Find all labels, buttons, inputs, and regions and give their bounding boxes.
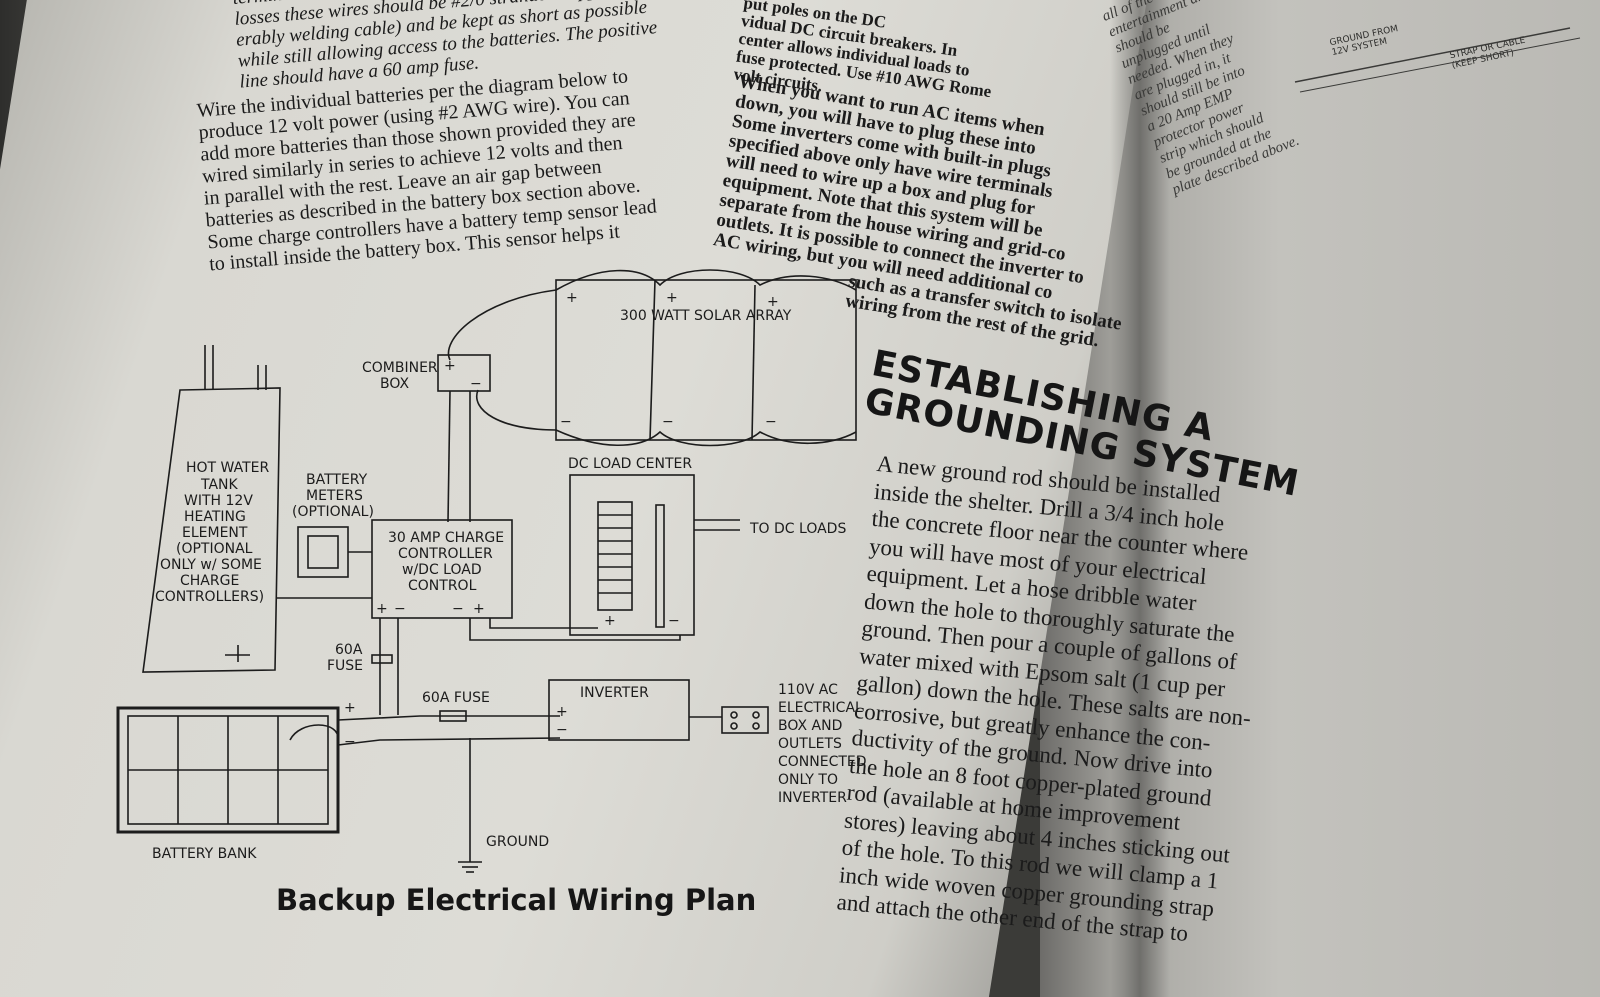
meters-label: METERS xyxy=(306,488,363,504)
diagram-caption: Backup Electrical Wiring Plan xyxy=(276,883,756,917)
solar-minus-3: − xyxy=(765,414,777,430)
facing-page-sketch xyxy=(1294,27,1581,93)
tank-label: CONTROLLERS) xyxy=(155,589,264,605)
solar-minus-1: − xyxy=(560,414,572,430)
inverter-plus: + xyxy=(556,704,568,720)
dc-load-center-box xyxy=(569,474,695,636)
tank-label: HEATING xyxy=(184,509,246,525)
battery-plus: + xyxy=(344,700,356,716)
combiner-label-2: BOX xyxy=(380,376,409,392)
battery-bank-label: BATTERY BANK xyxy=(152,846,257,862)
inverter-minus: − xyxy=(556,722,568,738)
tank-label: ELEMENT xyxy=(182,525,248,541)
battery-bank-box xyxy=(116,706,340,834)
fuse-label: FUSE xyxy=(327,658,363,674)
controller-minus-1: − xyxy=(394,601,406,617)
controller-label: w/DC LOAD xyxy=(402,562,482,578)
fuse-label: 60A xyxy=(335,642,363,658)
book-gutter xyxy=(1110,0,1170,997)
to-dc-loads-label: TO DC LOADS xyxy=(749,521,846,537)
tank-label: TANK xyxy=(200,477,239,493)
controller-plus-1: + xyxy=(376,601,388,617)
load-center-plus: + xyxy=(604,613,616,629)
ac-box-label: INVERTER xyxy=(778,790,847,806)
tank-label: HOT WATER xyxy=(186,460,270,476)
battery-meter xyxy=(297,526,349,578)
controller-label: CONTROLLER xyxy=(398,546,493,562)
ac-box-label: OUTLETS xyxy=(778,736,842,752)
ac-box-label: ELECTRICAL xyxy=(778,700,863,716)
controller-plus-2: + xyxy=(473,601,485,617)
inverter-label: INVERTER xyxy=(580,685,649,701)
load-center-minus: − xyxy=(668,613,680,629)
hot-water-tank xyxy=(142,387,281,673)
controller-label: 30 AMP CHARGE xyxy=(388,530,504,546)
controller-minus-2: − xyxy=(452,601,464,617)
ac-box-label: ONLY TO xyxy=(778,772,838,788)
combiner-minus: − xyxy=(470,376,482,392)
meters-label: (OPTIONAL) xyxy=(292,504,374,520)
solar-plus-2: + xyxy=(666,290,678,306)
battery-minus: − xyxy=(344,734,356,750)
combiner-label-1: COMBINER xyxy=(362,360,438,376)
combiner-plus: + xyxy=(444,358,456,374)
solar-plus-3: + xyxy=(767,294,779,310)
tank-label: ONLY w/ SOME xyxy=(160,557,262,573)
controller-label: CONTROL xyxy=(408,578,477,594)
wiring-diagram: + + + 300 WATT SOLAR ARRAY − − − COMBINE… xyxy=(116,269,867,917)
solar-array-label: 300 WATT SOLAR ARRAY xyxy=(620,308,792,324)
tank-label: CHARGE xyxy=(180,573,239,589)
facing-page xyxy=(1040,0,1600,997)
inverter-box xyxy=(548,679,690,741)
solar-minus-2: − xyxy=(662,414,674,430)
dc-load-center-label: DC LOAD CENTER xyxy=(568,456,692,472)
inline-fuse-label: 60A FUSE xyxy=(422,690,490,706)
ac-box-label: 110V AC xyxy=(778,682,838,698)
meters-label: BATTERY xyxy=(306,472,368,488)
solar-plus-1: + xyxy=(566,290,578,306)
solar-array-box xyxy=(555,279,857,441)
combiner-box xyxy=(437,354,491,392)
ac-box-label: CONNECTED xyxy=(778,754,867,770)
tank-label: (OPTIONAL xyxy=(176,541,253,557)
ground-label: GROUND xyxy=(486,834,549,850)
charge-controller-box xyxy=(371,519,513,619)
ac-box-label: BOX AND xyxy=(778,718,842,734)
tank-label: WITH 12V xyxy=(184,493,253,509)
